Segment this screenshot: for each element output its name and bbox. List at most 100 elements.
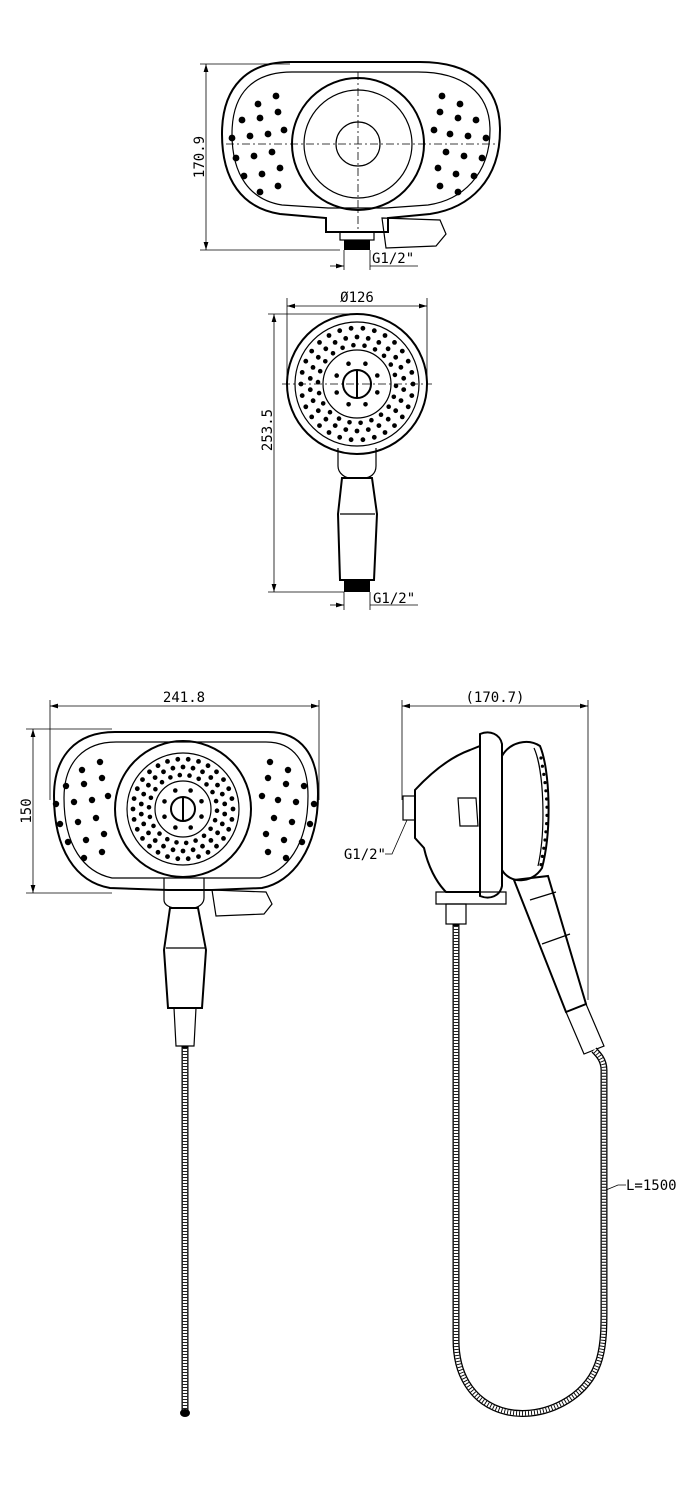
spray-hole	[303, 358, 309, 364]
side-hose-nut	[445, 903, 467, 925]
spray-hole	[470, 172, 478, 180]
spray-hole	[365, 336, 371, 341]
spray-hole	[332, 340, 338, 345]
spray-hole	[307, 376, 313, 381]
spray-hole	[544, 830, 548, 834]
spray-hole	[280, 836, 288, 844]
spray-hole	[152, 775, 158, 780]
spray-hole	[398, 398, 404, 403]
spray-hole	[226, 786, 232, 792]
spray-hole	[250, 152, 258, 160]
spray-hole	[222, 801, 228, 807]
spray-hole	[165, 854, 170, 859]
spray-hole	[375, 390, 380, 395]
spray-hole	[454, 114, 462, 122]
spray-hole	[175, 756, 181, 762]
spray-hole	[542, 846, 546, 850]
spray-hole	[454, 188, 462, 196]
spray-hole	[320, 401, 326, 406]
spray-hole	[317, 340, 322, 345]
spray-hole	[409, 370, 415, 375]
front-neck	[163, 878, 205, 909]
spray-hole	[307, 387, 313, 393]
spray-hole	[388, 362, 394, 367]
spray-hole	[151, 823, 156, 829]
top-holder-bracket	[381, 217, 447, 249]
spray-hole	[540, 764, 545, 768]
spray-hole	[185, 756, 191, 762]
spray-hole	[446, 130, 454, 138]
spray-hole	[229, 796, 235, 801]
spray-hole	[409, 393, 415, 398]
spray-hole	[270, 814, 278, 822]
spray-hole	[392, 423, 397, 428]
spray-hole	[264, 130, 272, 138]
hand-shower-view: Ø126 253.5 G1/2"	[260, 290, 432, 610]
spray-hole	[393, 383, 399, 389]
side-hose-length-label: L=1500	[626, 1178, 677, 1194]
spray-hole	[213, 798, 219, 804]
side-holder-bottom	[435, 891, 507, 905]
spray-hole	[173, 788, 178, 793]
front-spray-ring-inner	[126, 752, 240, 866]
side-view: (170.7) G1/2" L=1500	[344, 690, 677, 1417]
spray-hole	[452, 170, 460, 178]
spray-hole	[208, 775, 214, 780]
spray-hole	[393, 354, 399, 360]
spray-hole	[399, 348, 405, 354]
side-holder-pocket	[457, 797, 479, 827]
spray-hole	[155, 849, 161, 855]
spray-hole	[219, 821, 225, 827]
front-face-ring	[154, 780, 212, 838]
spray-hole	[214, 769, 219, 775]
spray-hole	[258, 792, 266, 800]
spray-hole	[299, 393, 305, 398]
spray-hole	[323, 416, 329, 422]
front-hose-nut	[173, 1007, 197, 1047]
spray-hole	[371, 434, 377, 440]
spray-hole	[315, 379, 321, 385]
spray-hole	[326, 333, 332, 338]
hand-handle	[336, 477, 379, 581]
spray-hole	[434, 164, 442, 172]
side-depth-dimension: (170.7)	[465, 690, 524, 706]
spray-hole	[288, 818, 296, 826]
spray-hole	[173, 825, 178, 830]
spray-hole	[146, 805, 152, 810]
spray-hole	[543, 838, 547, 842]
spray-hole	[262, 830, 270, 838]
spray-hole	[456, 100, 464, 108]
spray-hole	[222, 811, 228, 817]
hand-outlet-thread	[344, 580, 370, 592]
spray-hole	[334, 390, 340, 395]
spray-hole	[146, 830, 151, 836]
spray-hole	[56, 820, 64, 828]
spray-hole	[228, 134, 236, 142]
spray-hole	[131, 796, 137, 801]
spray-hole	[100, 830, 108, 838]
spray-hole	[472, 116, 480, 124]
front-view: 241.8 150	[19, 690, 320, 1417]
side-head-face	[533, 747, 544, 867]
spray-hole	[482, 134, 490, 142]
spray-hole	[442, 148, 450, 156]
spray-hole	[334, 373, 340, 378]
spray-hole	[174, 840, 179, 845]
top-thread-label: G1/2"	[372, 251, 414, 267]
side-cradle	[479, 731, 503, 899]
spray-hole	[438, 92, 446, 100]
side-hose	[452, 924, 608, 1417]
spray-hole	[232, 154, 240, 162]
spray-hole	[240, 172, 248, 180]
spray-hole	[382, 430, 388, 435]
spray-hole	[82, 836, 90, 844]
spray-hole	[274, 796, 282, 804]
side-hose-nut-b	[565, 1003, 605, 1055]
spray-hole	[64, 838, 72, 846]
spray-hole	[337, 328, 343, 334]
hand-thread-label: G1/2"	[373, 591, 415, 607]
spray-hole	[354, 428, 360, 434]
spray-hole	[543, 781, 547, 785]
spray-hole	[360, 437, 366, 443]
